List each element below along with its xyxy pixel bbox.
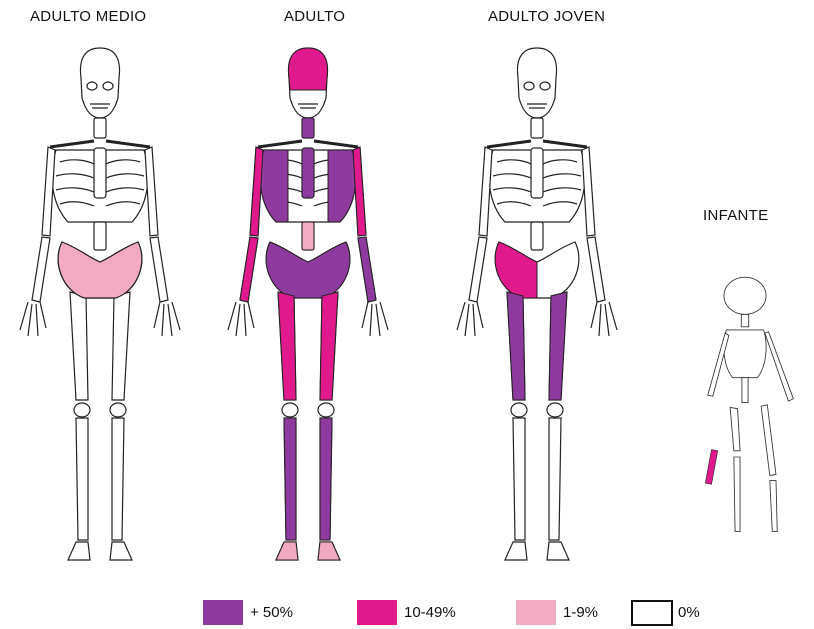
legend-label-over-50: + 50% [250, 604, 293, 621]
legend-swatch-10-49 [357, 600, 397, 625]
skeleton-infante [705, 277, 793, 531]
legend-label-1-9: 1-9% [563, 604, 598, 621]
skeleton-adulto [228, 48, 388, 560]
legend-swatch-0 [631, 600, 673, 626]
skeleton-adulto-medio [20, 48, 180, 560]
legend-swatch-1-9 [516, 600, 556, 625]
legend-swatch-over-50 [203, 600, 243, 625]
legend-label-10-49: 10-49% [404, 604, 456, 621]
legend-label-0: 0% [678, 604, 700, 621]
skeleton-adulto-joven [457, 48, 617, 560]
femur-shaded [705, 450, 717, 485]
